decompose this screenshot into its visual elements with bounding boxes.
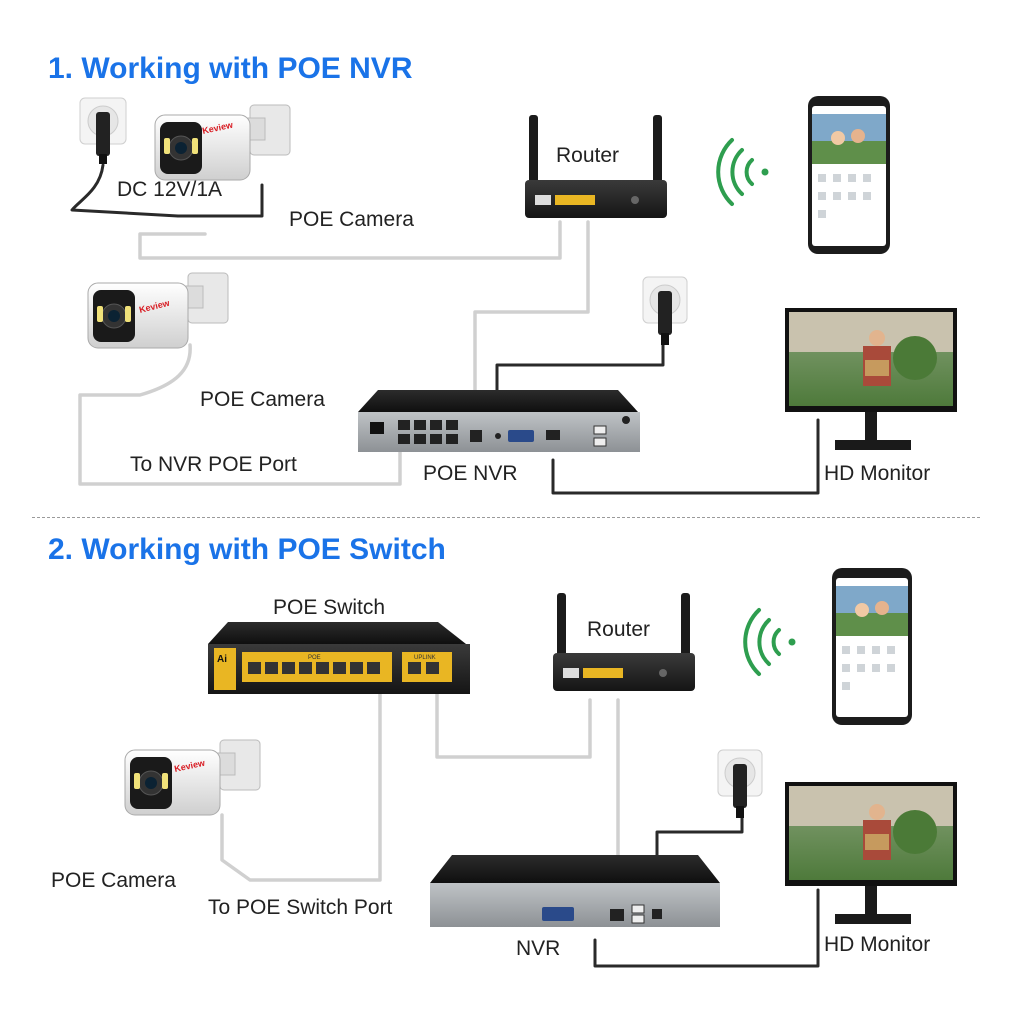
switch-brand-label: Ai — [217, 654, 227, 665]
poe-switch-label: POE Switch — [273, 596, 386, 619]
smartphone-icon — [832, 568, 912, 725]
wifi-signal-icon — [716, 138, 769, 206]
bullet-camera-icon: Keview — [124, 739, 261, 816]
poe-camera-label: POE Camera — [200, 388, 325, 411]
nvr-recorder-icon — [358, 390, 640, 452]
hd-monitor-label: HD Monitor — [824, 462, 931, 485]
section2-cables — [220, 688, 820, 968]
power-outlet-icon — [717, 749, 763, 818]
switch-uplink-label: UPLINK — [414, 655, 436, 661]
bullet-camera-icon: Keview — [154, 104, 291, 181]
poe-switch-icon: Ai POE UPLINK — [208, 622, 470, 694]
wifi-signal-icon — [743, 608, 796, 676]
hd-monitor-label: HD Monitor — [824, 933, 931, 956]
poe-nvr-label: POE NVR — [423, 462, 518, 485]
monitor-icon — [785, 308, 957, 450]
power-outlet-icon — [79, 97, 127, 164]
bullet-camera-icon: Keview — [87, 272, 229, 349]
router-label: Router — [556, 144, 620, 167]
dc-power-label: DC 12V/1A — [117, 178, 223, 201]
smartphone-icon — [808, 96, 890, 254]
poe-camera-label: POE Camera — [51, 869, 176, 892]
monitor-icon — [785, 782, 957, 924]
router-icon — [553, 593, 695, 691]
switch-poe-label: POE — [308, 655, 321, 661]
to-switch-port-label: To POE Switch Port — [208, 896, 393, 919]
section1-title: 1. Working with POE NVR — [48, 52, 413, 85]
nvr-recorder-icon — [430, 855, 720, 927]
poe-camera-label: POE Camera — [289, 208, 414, 231]
to-nvr-port-label: To NVR POE Port — [130, 453, 297, 476]
nvr-label: NVR — [516, 937, 561, 960]
section1-cables — [70, 163, 820, 495]
power-outlet-icon — [642, 276, 688, 345]
router-label: Router — [587, 618, 651, 641]
section2-title: 2. Working with POE Switch — [48, 533, 446, 566]
section-divider — [32, 517, 980, 518]
router-icon — [525, 115, 667, 218]
